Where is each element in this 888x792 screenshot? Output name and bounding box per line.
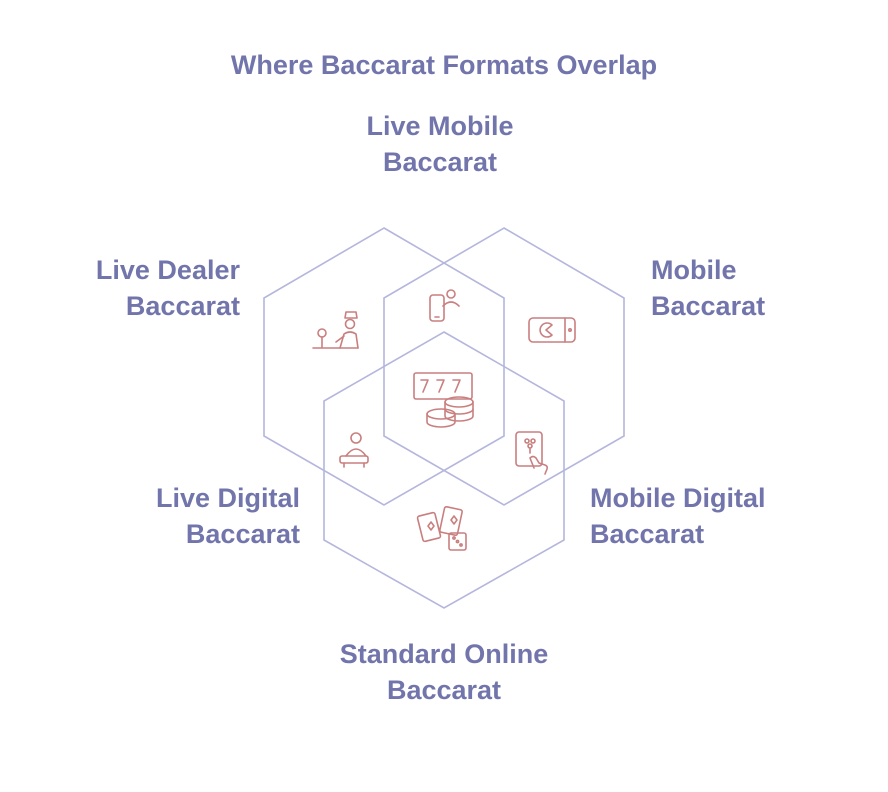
hexagons (263, 227, 625, 609)
dealer-icon (312, 311, 359, 349)
tablet-touch-icon (515, 431, 549, 475)
hexagon-standard-online (323, 331, 565, 609)
hexagon-mobile (383, 227, 625, 506)
diagram-title: Where Baccarat Formats Overlap (230, 50, 658, 80)
hexagon-live-dealer (263, 227, 505, 506)
mobile-game-icon (528, 317, 576, 343)
mobile-user-icon (429, 289, 460, 322)
online-player-icon (339, 432, 369, 468)
cards-dice-icon (416, 505, 467, 551)
slot-machine-chips-icon (413, 372, 474, 428)
